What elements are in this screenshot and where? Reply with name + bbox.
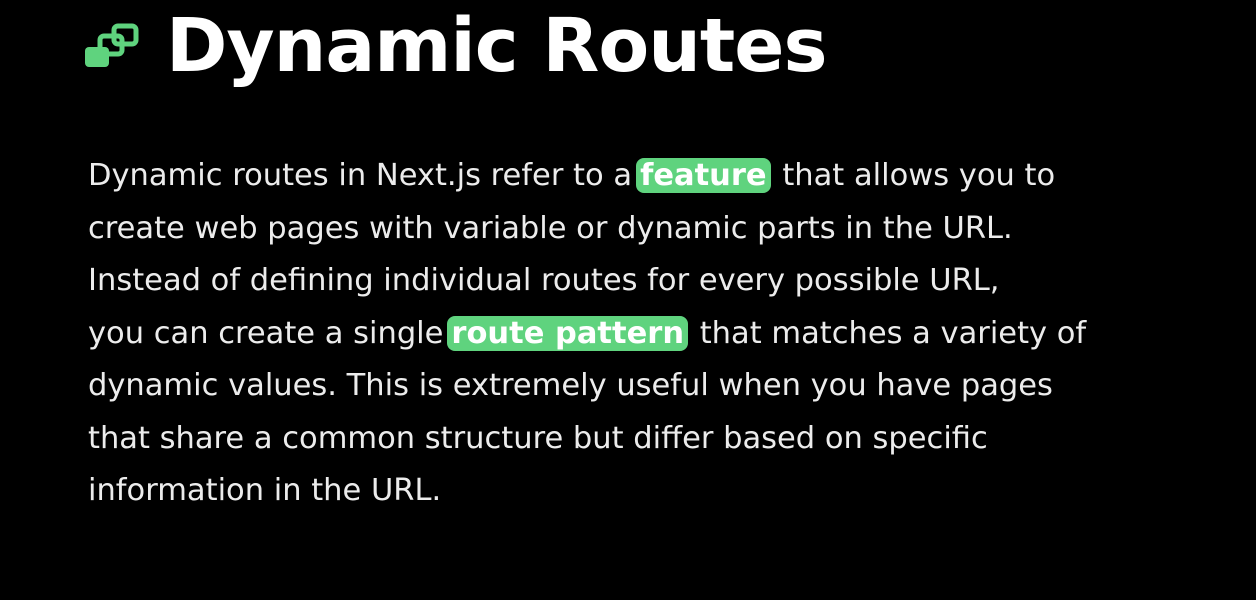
- line4-text-before: you can create a single: [88, 315, 444, 351]
- highlight-feature: feature: [636, 158, 771, 193]
- paragraph-line-7: information in the URL.: [88, 473, 442, 508]
- layers-icon: [85, 23, 139, 67]
- line4-text-after: that matches a variety of: [690, 315, 1087, 351]
- page-title: Dynamic Routes: [166, 3, 827, 89]
- paragraph-line-6: that share a common structure but differ…: [88, 420, 988, 456]
- paragraph-line-2: create web pages with variable or dynami…: [88, 210, 1013, 246]
- paragraph-line-3: Instead of defining individual routes fo…: [88, 263, 1000, 298]
- line1-text-after: that allows you to: [772, 158, 1056, 193]
- highlight-route-pattern: route pattern: [447, 315, 689, 351]
- title-row: Dynamic Routes: [82, 4, 827, 88]
- line1-text-before: Dynamic routes in Next.js refer to a: [88, 158, 633, 193]
- paragraph-line-5: dynamic values. This is extremely useful…: [88, 368, 1053, 403]
